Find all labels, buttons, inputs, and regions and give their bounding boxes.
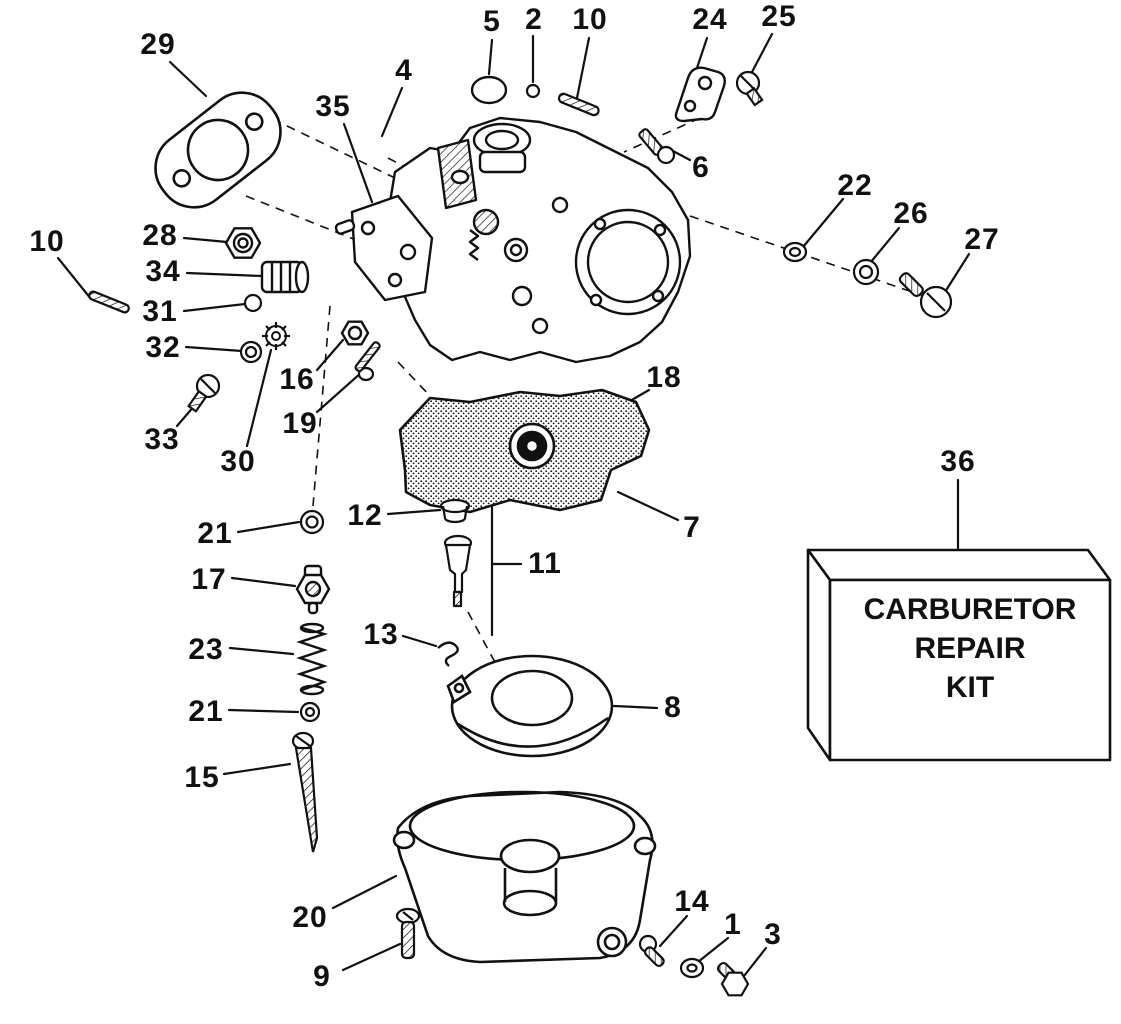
part-number-label: 6 [692,151,710,184]
screw-33 [187,373,221,413]
grommet-22 [782,241,808,263]
nut-28 [224,227,262,259]
part-number-label: 19 [282,407,318,440]
part-number-label: 20 [292,901,328,934]
part-number-label: 15 [184,761,220,794]
screw-27 [898,272,953,319]
part-number-label: 23 [188,633,224,666]
needle-valve-15 [291,731,319,853]
fitting-34 [260,260,310,294]
part-number-label: 21 [197,517,233,550]
part-number-label: 7 [683,511,701,544]
valve-seat-17 [295,564,331,615]
part-number-label: 22 [837,169,873,202]
spring-23 [296,622,329,696]
kit-label-line-2: REPAIR [914,632,1026,665]
part-number-label: 2 [525,3,543,36]
part-number-label: 25 [761,0,797,33]
part-number-label: 33 [144,423,180,456]
link-bracket-24 [674,66,726,123]
part-number-label: 36 [940,445,976,478]
part-number-label: 17 [191,563,227,596]
star-washer-30 [262,322,290,350]
part-number-label: 29 [140,28,176,61]
part-number-label: 35 [315,90,351,123]
part-number-label: 26 [893,197,929,230]
part-number-label: 8 [664,691,682,724]
part-number-label: 21 [188,695,224,728]
part-number-label: 14 [674,885,710,918]
kit-label-line-3: KIT [945,671,995,704]
screw-19 [354,341,381,382]
part-number-label: 9 [313,960,331,993]
screw-14 [638,934,665,968]
nut-16 [340,320,370,346]
part-number-label: 1 [724,908,742,941]
part-number-label: 28 [142,219,178,252]
welch-plug-5 [470,75,508,105]
washer-32 [239,340,263,364]
part-number-label: 12 [347,499,383,532]
diaphragm-cover-8 [446,654,614,758]
part-number-label: 11 [528,547,562,580]
washer-1 [679,957,705,979]
part-number-label: 13 [363,618,399,651]
part-number-label: 18 [646,361,682,394]
part-number-label: 24 [692,3,728,36]
bolt-3 [716,961,750,997]
pin-10-left [88,290,130,314]
part-number-label: 4 [395,54,413,87]
ring-31 [243,293,263,313]
pin-10-top [557,92,600,117]
inlet-needle-11 [443,534,473,608]
diaphragm-gasket [398,388,651,514]
screw-6 [638,128,676,165]
flange-gasket [154,91,282,209]
part-number-label: 16 [279,363,315,396]
part-number-label: 31 [142,295,178,328]
washer-21-upper [299,509,325,535]
part-number-label: 3 [764,918,782,951]
carburetor-body [386,116,692,364]
part-number-label: 27 [964,223,1000,256]
screw-25 [735,70,764,107]
kit-label-line-1: CARBURETOR [863,593,1077,626]
repair-kit-box [806,548,1112,762]
part-number-label: 5 [483,5,501,38]
washer-26 [852,258,880,286]
ball-2 [525,83,541,99]
part-number-label: 34 [145,255,181,288]
repair-kit-label: CARBURETOR REPAIR KIT [832,590,1108,707]
screw-9 [395,907,421,960]
lever-bracket [334,194,434,302]
part-number-label: 30 [220,445,256,478]
washer-21-lower [299,701,321,723]
clip-13 [437,641,459,667]
float-bowl-20 [392,790,657,964]
part-number-label: 10 [572,3,608,36]
cup-12 [439,498,471,524]
part-number-label: 32 [145,331,181,364]
part-number-label: 10 [29,225,65,258]
